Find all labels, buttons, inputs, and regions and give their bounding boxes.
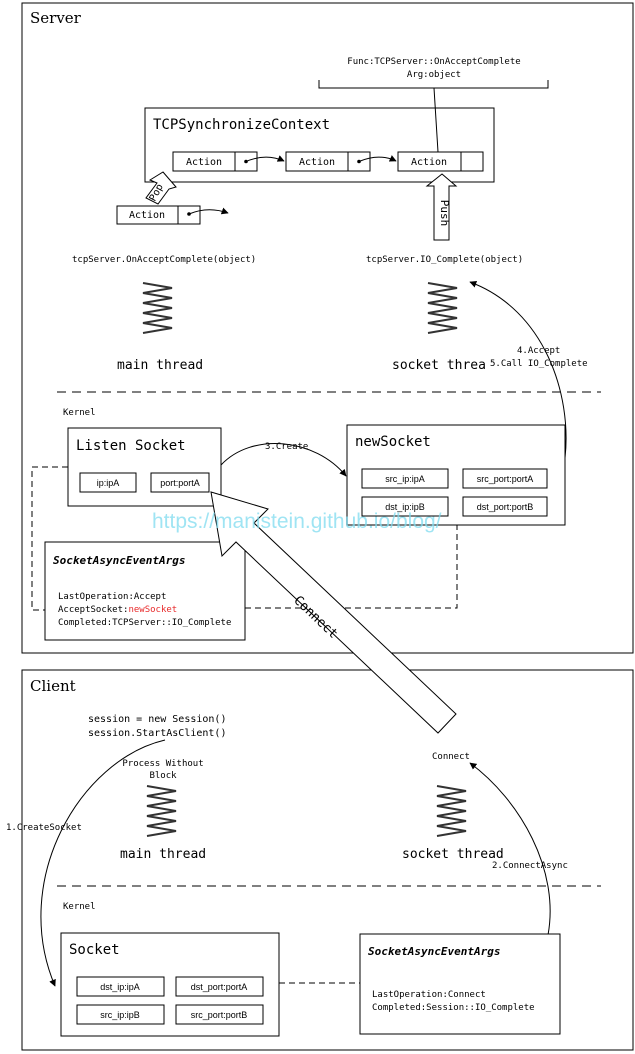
process-without-block-line-1: Process Without: [122, 759, 203, 769]
popped-action: Action: [116, 205, 229, 225]
server-main-thread-label: main thread: [117, 358, 203, 373]
func-bracket: Func:TCPServer::OnAcceptComplete Arg:obj…: [318, 57, 549, 89]
client-main-thread-label: main thread: [120, 847, 206, 862]
client-socket-src-ip: src_ip:ipB: [100, 1010, 140, 1020]
new-socket-src-port: src_port:portA: [477, 474, 534, 484]
server-args-completed: Completed:TCPServer::IO_Complete: [58, 618, 231, 628]
client-connect-text: Connect: [432, 752, 470, 762]
create-socket-label: 1.CreateSocket: [6, 823, 82, 833]
client-code-line-1: session = new Session(): [88, 714, 226, 725]
new-socket-box: newSocket src_ip:ipA src_port:portA dst_…: [346, 424, 566, 526]
create-socket-arrow: [40, 739, 166, 987]
client-title: Client: [30, 677, 76, 695]
client-socket-thread-spring-icon: [436, 785, 467, 837]
listen-socket-port: port:portA: [160, 478, 200, 488]
socket-call-label: tcpServer.IO_Complete(object): [366, 255, 523, 265]
accept-label: 4.Accept: [517, 346, 560, 356]
client-args-last-op: LastOperation:Connect: [372, 990, 486, 1000]
client-panel: Client session = new Session() session.S…: [6, 669, 634, 1051]
new-socket-dst-port: dst_port:portB: [477, 502, 534, 512]
main-call-label: tcpServer.OnAcceptComplete(object): [72, 255, 256, 265]
client-socket-src-port: src_port:portB: [191, 1010, 248, 1020]
client-socket-title: Socket: [69, 942, 120, 958]
push-label: Push: [438, 200, 451, 227]
connect-async-label: 2.ConnectAsync: [492, 861, 568, 871]
client-args-completed: Completed:Session::IO_Complete: [372, 1003, 535, 1013]
server-title: Server: [30, 9, 82, 27]
listen-socket-title: Listen Socket: [76, 438, 186, 454]
listen-socket-ip: ip:ipA: [97, 478, 120, 488]
socket-thread-spring-icon: [427, 282, 458, 334]
server-panel: Server Func:TCPServer::OnAcceptComplete …: [21, 2, 634, 654]
action-queue: Action Action Action: [172, 151, 484, 172]
func-pointer-line: [433, 87, 439, 153]
client-socket-dst-ip: dst_ip:ipA: [100, 982, 140, 992]
create-arrow: [220, 443, 347, 477]
accept-arrow: [469, 280, 567, 459]
arg-label: Arg:object: [407, 70, 461, 80]
new-socket-title: newSocket: [355, 434, 431, 450]
client-args-title: SocketAsyncEventArgs: [368, 945, 500, 958]
client-socket-thread-label: socket thread: [402, 847, 504, 862]
call-io-complete-label: 5.Call IO_Complete: [490, 359, 588, 369]
listen-args-link: [31, 466, 68, 611]
new-socket-dst-ip: dst_ip:ipB: [385, 502, 425, 512]
server-kernel-label: Kernel: [63, 408, 96, 418]
client-socket-dst-port: dst_port:portA: [191, 982, 248, 992]
action-item-2: Action: [299, 157, 335, 168]
new-socket-src-ip: src_ip:ipA: [385, 474, 425, 484]
connect-async-arrow: [469, 762, 551, 936]
client-main-thread-spring-icon: [146, 785, 177, 837]
server-args-last-op: LastOperation:Accept: [58, 592, 166, 602]
server-socket-thread-label: socket threa: [392, 358, 486, 373]
push-arrow: Push: [425, 173, 458, 241]
client-socket-box: Socket dst_ip:ipA dst_port:portA src_ip:…: [60, 932, 280, 1037]
server-args-title: SocketAsyncEventArgs: [53, 554, 185, 567]
listen-socket-box: Listen Socket ip:ipA port:portA: [67, 427, 222, 507]
client-code-line-2: session.StartAsClient(): [88, 728, 226, 739]
client-kernel-label: Kernel: [63, 902, 96, 912]
main-thread-spring-icon: [142, 282, 173, 334]
client-args-box: SocketAsyncEventArgs LastOperation:Conne…: [359, 933, 561, 1035]
sync-context-title: TCPSynchronizeContext: [153, 117, 330, 133]
popped-action-label: Action: [129, 210, 165, 221]
action-item-3: Action: [411, 157, 447, 168]
action-item-1: Action: [186, 157, 222, 168]
watermark: https://manistein.github.io/blog/: [152, 510, 442, 533]
process-without-block-line-2: Block: [149, 771, 177, 781]
func-label: Func:TCPServer::OnAcceptComplete: [347, 57, 520, 67]
server-args-accept-socket: AcceptSocket:newSocket: [58, 605, 177, 615]
create-label: 3.Create: [265, 442, 308, 452]
server-args-box: SocketAsyncEventArgs LastOperation:Accep…: [44, 541, 246, 641]
